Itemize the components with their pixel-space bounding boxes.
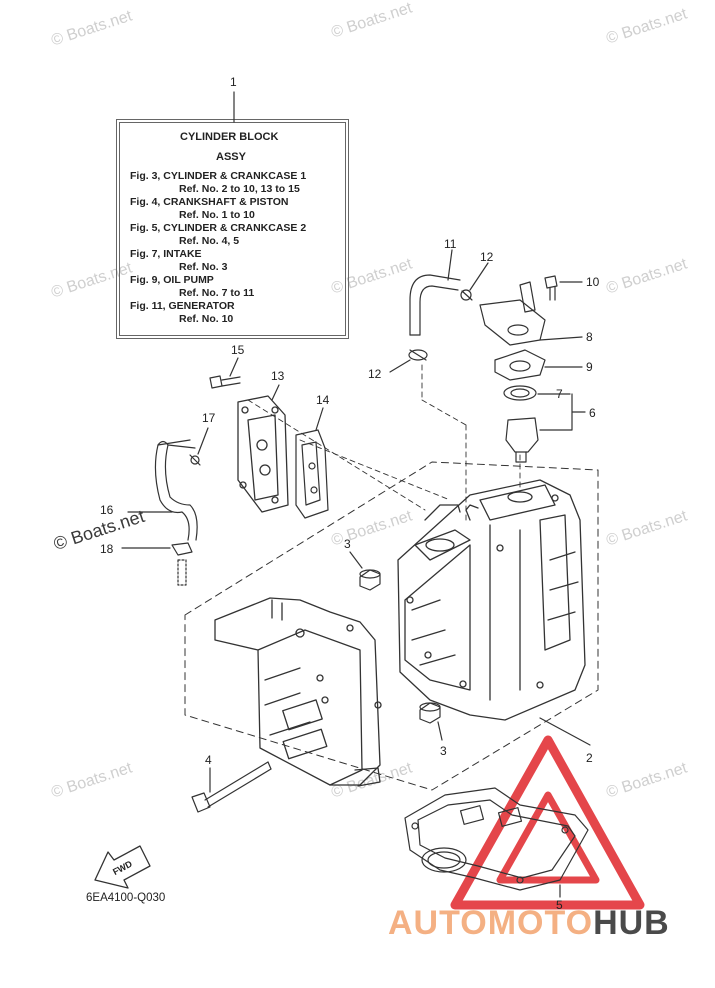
legend-line: Fig. 9, OIL PUMP bbox=[130, 274, 214, 286]
clamp-part-12b bbox=[408, 349, 428, 361]
callout-16: 16 bbox=[100, 503, 114, 517]
cylinder-head-part-13 bbox=[237, 395, 289, 513]
legend-line: Ref. No. 7 to 11 bbox=[179, 287, 255, 299]
legend-subtitle: ASSY bbox=[216, 151, 246, 163]
leader-line bbox=[389, 359, 411, 373]
callout-7: 7 bbox=[556, 387, 563, 401]
bolt-part-15 bbox=[209, 375, 241, 389]
thermostat-part-6 bbox=[505, 417, 539, 463]
callout-11: 11 bbox=[444, 237, 457, 251]
callout-5: 5 bbox=[556, 898, 563, 912]
callout-3: 3 bbox=[344, 537, 351, 551]
head-gasket-part-14 bbox=[295, 429, 329, 519]
hose-part-16 bbox=[154, 439, 198, 541]
callout-13: 13 bbox=[271, 369, 285, 383]
hose-part-11 bbox=[409, 274, 461, 336]
leader-line bbox=[539, 717, 591, 746]
fwd-arrow-icon bbox=[94, 845, 151, 889]
legend-line: Ref. No. 4, 5 bbox=[179, 235, 240, 247]
callout-8: 8 bbox=[586, 330, 593, 344]
legend-title: CYLINDER BLOCK bbox=[180, 131, 279, 143]
fwd-label: FWD bbox=[111, 858, 134, 877]
callout-14: 14 bbox=[316, 393, 330, 407]
leader-line bbox=[539, 336, 583, 341]
legend-line: Fig. 11, GENERATOR bbox=[130, 300, 235, 312]
leader-line bbox=[349, 551, 363, 569]
brand-logo-text: AUTOMOTOHUB bbox=[388, 904, 670, 943]
legend-line: Ref. No. 3 bbox=[179, 261, 228, 273]
legend-line: Ref. No. 2 to 10, 13 to 15 bbox=[179, 183, 300, 195]
leader-line bbox=[539, 393, 586, 431]
callout-2: 2 bbox=[586, 751, 593, 765]
leader-line bbox=[437, 721, 443, 741]
bolt-part-4 bbox=[191, 761, 272, 813]
thermostat-cover-part-8 bbox=[479, 281, 546, 346]
callout-18: 18 bbox=[100, 542, 114, 556]
leader-line bbox=[197, 427, 209, 455]
legend-line: Fig. 4, CRANKSHAFT & PISTON bbox=[130, 196, 289, 208]
gasket-part-9 bbox=[494, 349, 546, 381]
crankcase bbox=[214, 597, 382, 787]
dowel-pin-part-3a bbox=[359, 569, 381, 591]
dowel-pin-part-3b bbox=[419, 702, 441, 724]
callout-9: 9 bbox=[586, 360, 593, 374]
leader-line bbox=[447, 249, 453, 281]
alignment-lines bbox=[247, 364, 521, 521]
bolt-part-10 bbox=[544, 275, 558, 301]
cylinder-block bbox=[397, 479, 586, 721]
legend-line: Ref. No. 10 bbox=[179, 313, 234, 325]
callout-1: 1 bbox=[230, 75, 237, 89]
callout-3: 3 bbox=[440, 744, 447, 758]
callout-6: 6 bbox=[589, 406, 596, 420]
callout-numbers: 1 2 3 3 4 5 6 7 8 9 10 11 12 12 13 14 15… bbox=[100, 75, 600, 912]
clamp-part-12a bbox=[460, 289, 473, 301]
brand-part-1: AUTOMOTO bbox=[388, 904, 594, 942]
clamp-part-17 bbox=[189, 454, 201, 466]
legend-line: Fig. 5, CYLINDER & CRANKCASE 2 bbox=[130, 222, 307, 234]
seal-ring-part-7 bbox=[503, 385, 537, 401]
leader-line bbox=[469, 262, 489, 291]
clip-part-18 bbox=[171, 542, 193, 586]
leader-line bbox=[229, 357, 239, 377]
callout-10: 10 bbox=[586, 275, 600, 289]
brand-part-2: HUB bbox=[593, 904, 670, 942]
legend-line: Ref. No. 1 to 10 bbox=[179, 209, 255, 221]
leader-line bbox=[271, 384, 280, 401]
cylinder-gasket-part-5 bbox=[404, 787, 589, 891]
callout-4: 4 bbox=[205, 753, 212, 767]
callout-12: 12 bbox=[480, 250, 494, 264]
assembly-outline bbox=[184, 461, 599, 791]
callout-12: 12 bbox=[368, 367, 382, 381]
callout-15: 15 bbox=[231, 343, 245, 357]
callout-17: 17 bbox=[202, 411, 216, 425]
legend-line: Fig. 7, INTAKE bbox=[130, 248, 202, 260]
leader-line bbox=[315, 407, 324, 431]
drawing-code: 6EA4100-Q030 bbox=[86, 892, 166, 904]
legend-line: Fig. 3, CYLINDER & CRANKCASE 1 bbox=[130, 170, 307, 182]
assembly-legend-box bbox=[116, 119, 349, 339]
